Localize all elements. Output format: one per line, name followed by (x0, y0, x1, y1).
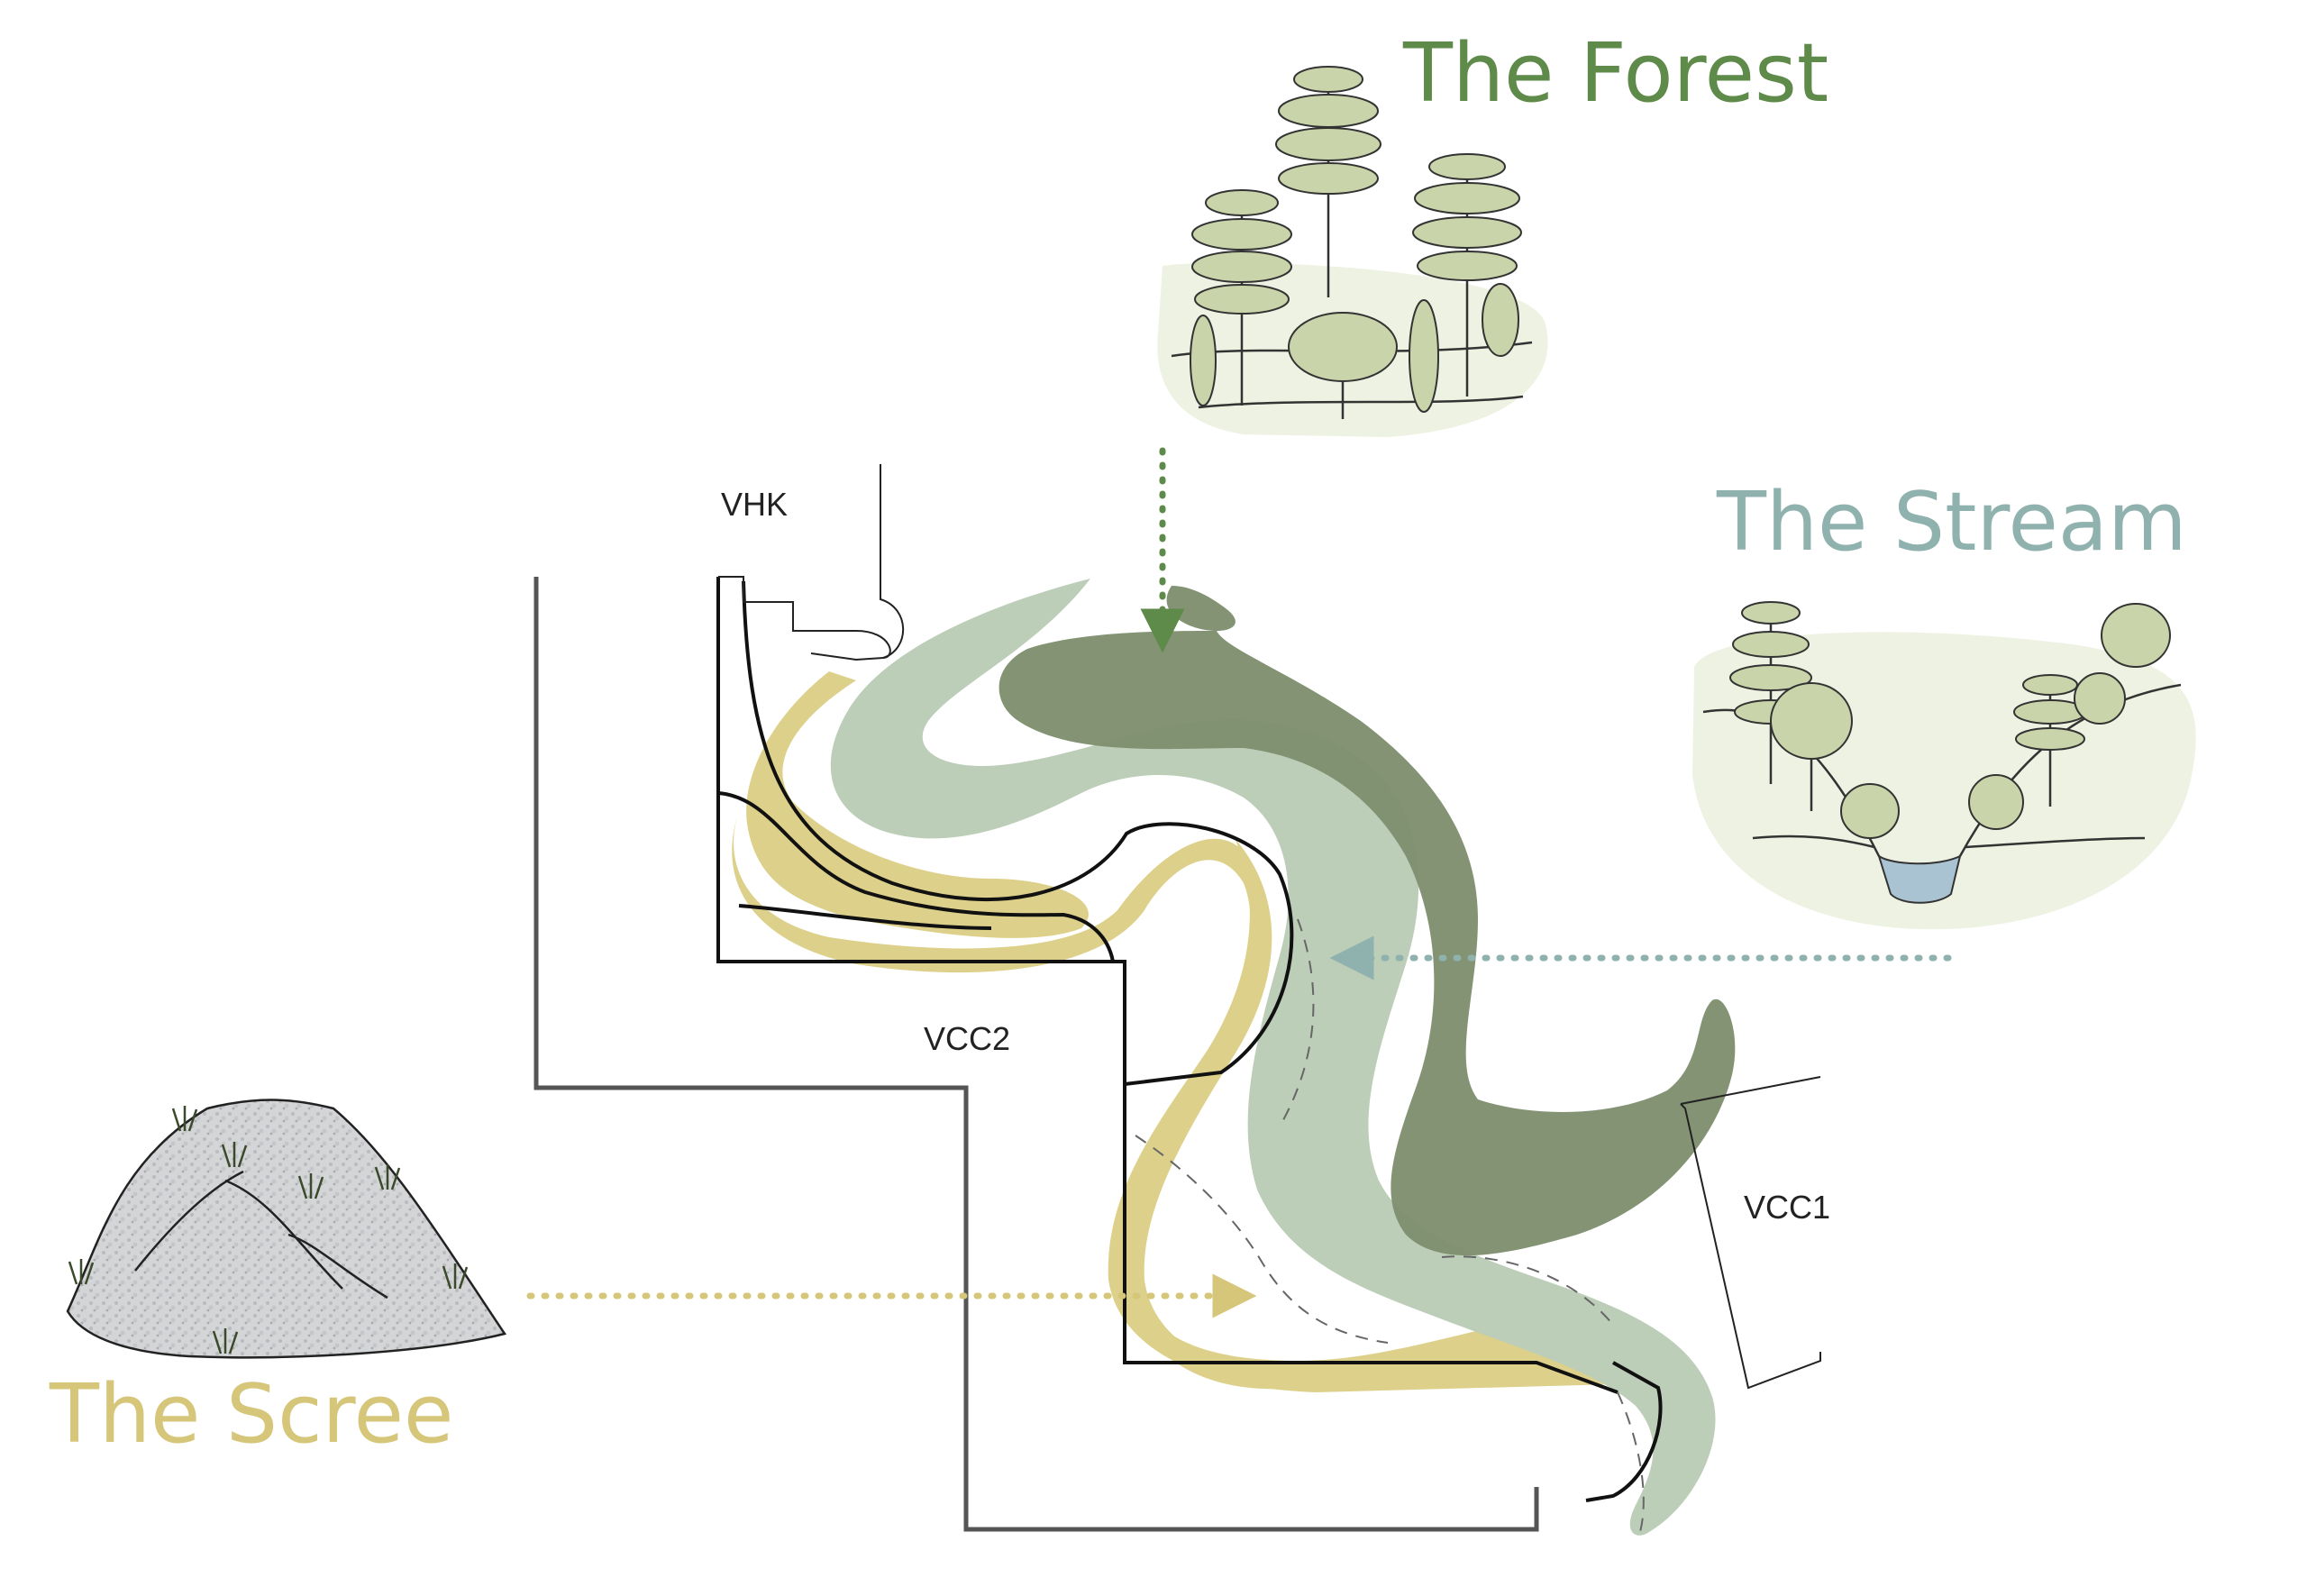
forest-band (998, 586, 1736, 1256)
forest-title: The Forest (1402, 26, 1828, 121)
area-label-vcc1: VCC1 (1744, 1189, 1830, 1226)
stream-illustration (1692, 601, 2196, 930)
scree-illustration (66, 1099, 507, 1359)
scree-band (732, 671, 1653, 1394)
area-label-vcc2: VCC2 (924, 1020, 1010, 1057)
site-boundary (533, 577, 1539, 1532)
plan-thin-lines (718, 464, 1821, 1390)
plan-dashed-lines (1135, 918, 1645, 1533)
stream-title: The Stream (1716, 475, 2187, 570)
stream-band (830, 579, 1716, 1536)
plan-outline (716, 577, 1663, 1502)
scree-title: The Scree (49, 1367, 453, 1462)
forest-illustration (1157, 66, 1548, 437)
area-label-vhk: VHK (721, 486, 788, 523)
